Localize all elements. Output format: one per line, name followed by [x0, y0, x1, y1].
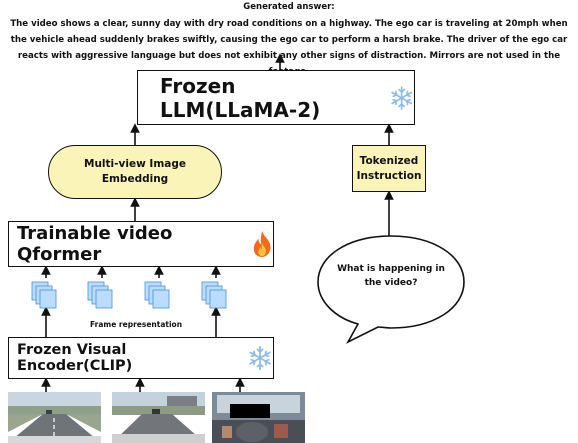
frozen-llm-label: Frozen LLM(LLaMA-2): [160, 73, 321, 122]
snowflake-icon: [249, 345, 271, 371]
video-thumbnail-side: [112, 392, 205, 443]
speech-bubble: [317, 235, 465, 344]
frame-representation-label: Frame representation: [90, 320, 183, 329]
fire-icon: [253, 231, 271, 257]
visual-encoder-box: Frozen Visual Encoder(CLIP): [8, 337, 274, 379]
question-text: What is happening in the video?: [337, 264, 445, 288]
generated-answer-title: Generated answer:: [243, 2, 335, 12]
video-thumbnail-front: [8, 392, 101, 443]
video-thumbnail-cabin: [212, 392, 305, 443]
snowflake-icon: [390, 85, 412, 110]
multiview-embedding-box: Multi-view Image Embedding: [48, 145, 222, 199]
video-qformer-box: Trainable video Qformer: [8, 221, 274, 267]
frame-stack: [201, 281, 227, 309]
frame-stack: [144, 281, 170, 309]
frame-stack: [87, 281, 113, 309]
visual-encoder-label: Frozen Visual Encoder(CLIP): [17, 342, 133, 374]
video-qformer-label: Trainable video Qformer: [17, 223, 173, 265]
frame-stack: [31, 281, 57, 309]
frozen-llm-box: Frozen LLM(LLaMA-2): [137, 70, 415, 125]
tokenized-instruction-box: Tokenized Instruction: [352, 145, 426, 192]
